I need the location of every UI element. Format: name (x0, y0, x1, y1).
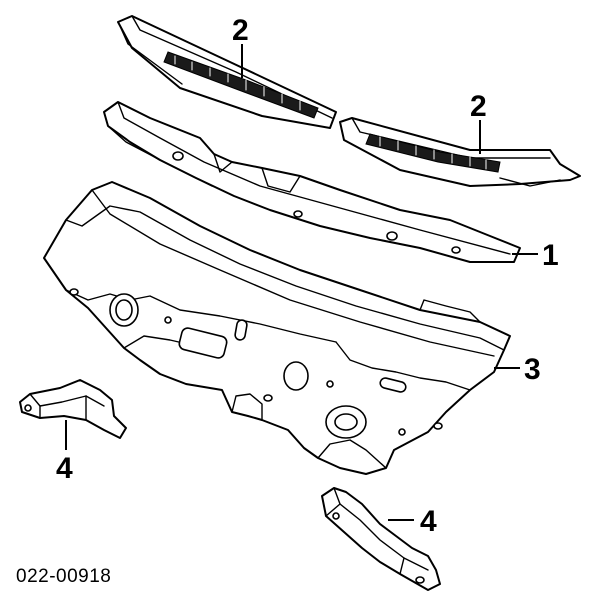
dash-panel (43, 181, 511, 475)
cowl-grille-panel-left (117, 15, 337, 129)
cowl-panel (103, 101, 521, 263)
callout-3: 3 (524, 353, 541, 386)
cowl-grille-panel-right (339, 117, 581, 187)
drawing-code: 022-00918 (16, 566, 111, 587)
callout-4-left: 4 (56, 452, 73, 485)
callout-2-left: 2 (232, 14, 249, 47)
callout-4-right: 4 (420, 505, 437, 538)
callout-1: 1 (542, 239, 559, 272)
callout-2-right: 2 (470, 90, 487, 123)
bracket-right (321, 487, 441, 591)
bracket-left (19, 379, 127, 439)
